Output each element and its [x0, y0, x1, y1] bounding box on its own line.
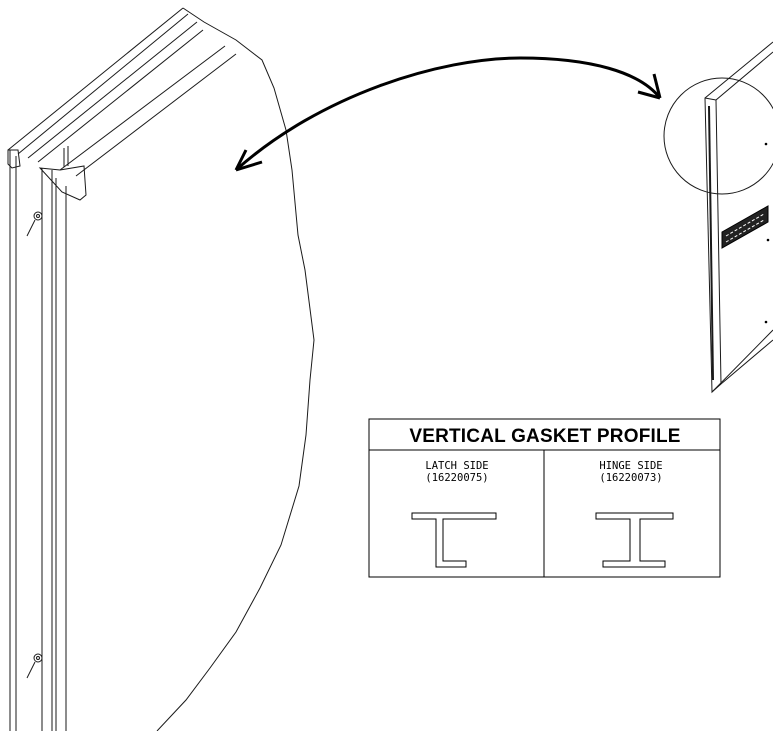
screw-icon [26, 211, 43, 237]
logo-badge [721, 205, 769, 249]
door-overview [663, 41, 773, 394]
gasket-profile-table: VERTICAL GASKET PROFILE LATCH SIDE (1622… [368, 418, 721, 578]
table-title: VERTICAL GASKET PROFILE [409, 426, 680, 447]
latch-gasket-profile-icon [411, 512, 497, 568]
hinge-side-part-number: (16220073) [599, 472, 662, 484]
screw-icon [26, 653, 43, 679]
latch-side-part-number: (16220075) [425, 472, 488, 484]
door-panel-detail [7, 7, 315, 731]
callout-arrow [234, 56, 662, 172]
latch-side-label: LATCH SIDE [425, 460, 488, 472]
hinge-gasket-profile-icon [595, 512, 674, 568]
detail-circle [663, 77, 773, 195]
hinge-side-label: HINGE SIDE [599, 460, 662, 472]
